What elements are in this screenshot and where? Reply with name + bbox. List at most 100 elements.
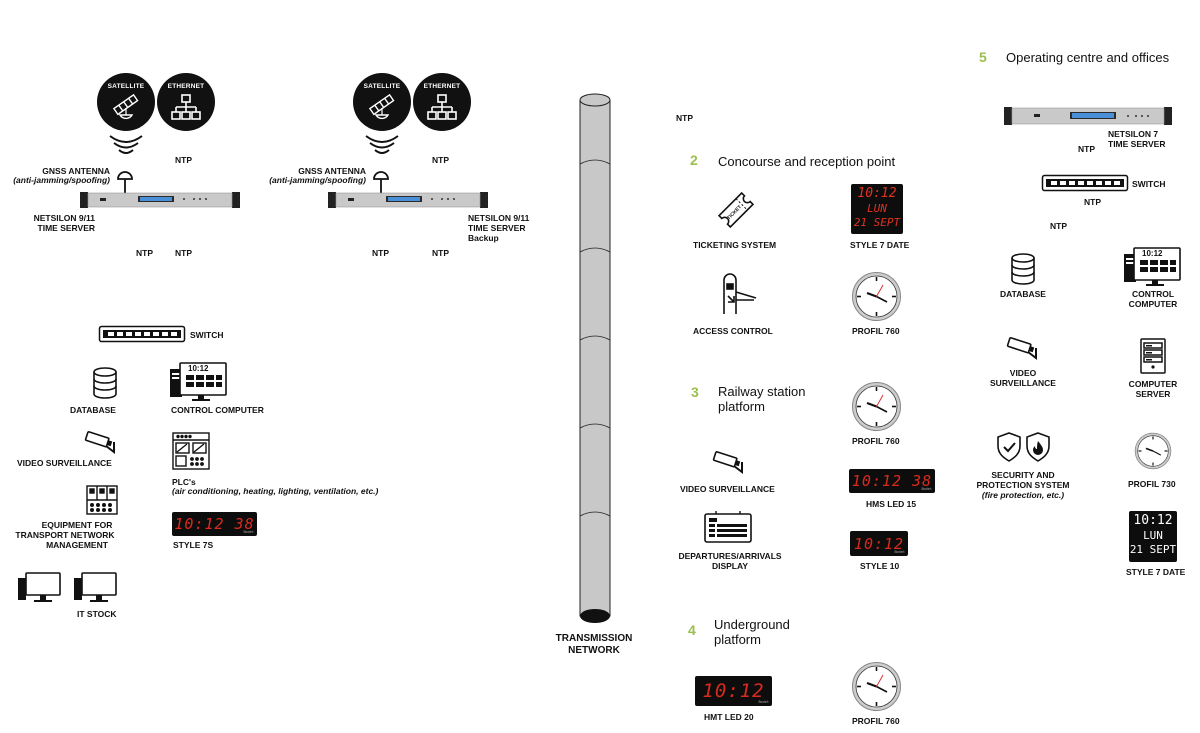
security-subtitle: (fire protection, etc.) — [981, 490, 1065, 500]
hmt-label: HMT LED 20 — [704, 712, 754, 722]
it-stock-icon — [18, 572, 117, 602]
ticket-icon: TICKET — [717, 191, 755, 229]
section-title: platform — [718, 399, 765, 414]
database-label: DATABASE — [70, 405, 116, 415]
ethernet-icon — [427, 94, 457, 120]
equipment-label: EQUIPMENT FOR — [41, 520, 113, 530]
profil760-label: PROFIL 760 — [852, 436, 900, 446]
server-name: NETSILON 9/11 — [33, 213, 95, 223]
database-icon — [1011, 253, 1035, 285]
ntp-label: NTP — [136, 248, 153, 258]
video-surveillance-label: VIDEO — [1009, 368, 1037, 378]
satellite-icon — [112, 93, 139, 120]
equipment-label: TRANSPORT NETWORK — [15, 530, 115, 540]
section-title: Underground — [714, 617, 790, 632]
ntp-label: NTP — [1084, 197, 1101, 207]
switch-icon — [1041, 174, 1129, 192]
access-gate-icon — [723, 273, 757, 314]
computer-server-icon — [1140, 338, 1166, 374]
satellite-icon — [368, 93, 395, 120]
it-stock-label: IT STOCK — [77, 609, 117, 619]
control-computer-icon: 10:12 — [1124, 247, 1181, 288]
ethernet-icon — [171, 94, 201, 120]
video-surveillance-label: VIDEO SURVEILLANCE — [17, 458, 112, 468]
departures-label: DEPARTURES/ARRIVALS — [678, 551, 782, 561]
antenna-title: GNSS ANTENNA — [298, 166, 366, 176]
time-server-rack — [80, 192, 240, 208]
antenna-title: GNSS ANTENNA — [42, 166, 110, 176]
ntp-label: NTP — [432, 155, 449, 165]
ntp-label: NTP — [1078, 144, 1095, 154]
server-backup: Backup — [468, 233, 499, 243]
gnss-antenna-icon — [117, 171, 133, 193]
style7-date-clock: 10:12 LUN 21 SEPT — [851, 184, 903, 234]
analog-clock-icon — [852, 662, 901, 711]
plc-icon — [172, 432, 210, 470]
style7-date-label: STYLE 7 DATE — [1126, 567, 1186, 577]
transmission-network-pipe — [579, 93, 611, 623]
camera-icon — [84, 430, 115, 454]
ethernet-badge: ETHERNET — [413, 73, 471, 131]
server-type: TIME SERVER — [1108, 139, 1166, 149]
profil730-label: PROFIL 730 — [1128, 479, 1176, 489]
network-equipment-icon — [86, 485, 118, 515]
security-shield-icon — [997, 432, 1050, 462]
section-number: 3 — [691, 384, 699, 400]
ntp-label: NTP — [432, 248, 449, 258]
led-display-text: 10:12 38 — [174, 515, 255, 533]
style7-date-clock: 10:12 LUN 21 SEPT — [1129, 511, 1177, 562]
computer-server-label: COMPUTER — [1128, 379, 1178, 389]
section-title: Railway station — [718, 384, 806, 399]
equipment-label: MANAGEMENT — [46, 540, 108, 550]
server-name: NETSILON 9/11 — [468, 213, 530, 223]
server-type: TIME SERVER — [468, 223, 526, 233]
security-label: SECURITY AND — [991, 470, 1055, 480]
plc-title: PLC's — [172, 477, 196, 487]
led-display-text: 10:12 — [702, 680, 765, 702]
security-label: PROTECTION SYSTEM — [976, 480, 1070, 490]
control-computer-label: CONTROL — [1131, 289, 1175, 299]
switch-label: SWITCH — [1132, 179, 1166, 189]
network-label: TRANSMISSION — [555, 633, 633, 644]
video-surveillance-label: VIDEO SURVEILLANCE — [680, 484, 775, 494]
section-title: Operating centre and offices — [1006, 50, 1170, 65]
ticketing-label: TICKETING SYSTEM — [693, 240, 777, 250]
ntp-label: NTP — [1050, 221, 1067, 231]
section-title: Concourse and reception point — [718, 154, 896, 169]
camera-icon — [1006, 336, 1037, 360]
satellite-badge: SATELLITE — [353, 73, 411, 131]
database-icon — [93, 367, 117, 399]
profil760-label: PROFIL 760 — [852, 716, 900, 726]
screen-time: 10:12 — [1142, 249, 1163, 258]
network-label: NETWORK — [568, 645, 620, 656]
date-day: LUN — [1143, 529, 1163, 542]
signal-waves-icon — [109, 135, 143, 154]
backup-time-server-rack — [328, 192, 488, 208]
netsilon7-rack — [1004, 107, 1172, 125]
date-day: LUN — [867, 202, 887, 215]
access-control-label: ACCESS CONTROL — [693, 326, 773, 336]
section-number: 2 — [690, 152, 698, 168]
control-computer-icon: 10:12 — [170, 362, 227, 403]
ntp-label: NTP — [175, 248, 192, 258]
switch-icon — [98, 325, 186, 343]
style7-date-label: STYLE 7 DATE — [850, 240, 910, 250]
control-computer-label: COMPUTER — [1128, 299, 1178, 309]
section-title: platform — [714, 632, 761, 647]
camera-icon — [712, 450, 743, 474]
style7s-label: STYLE 7S — [173, 540, 214, 550]
date-date: 21 SEPT — [853, 216, 901, 229]
date-time: 10:12 — [1133, 513, 1173, 528]
control-computer-label: CONTROL COMPUTER — [171, 405, 264, 415]
antenna-subtitle: (anti-jamming/spoofing) — [13, 175, 110, 185]
departures-board-icon — [704, 511, 752, 543]
section-number: 4 — [688, 622, 696, 638]
section-number: 5 — [979, 49, 987, 65]
server-type: TIME SERVER — [37, 223, 95, 233]
computer-server-label: SERVER — [1135, 389, 1171, 399]
plc-subtitle: (air conditioning, heating, lighting, ve… — [172, 486, 379, 496]
